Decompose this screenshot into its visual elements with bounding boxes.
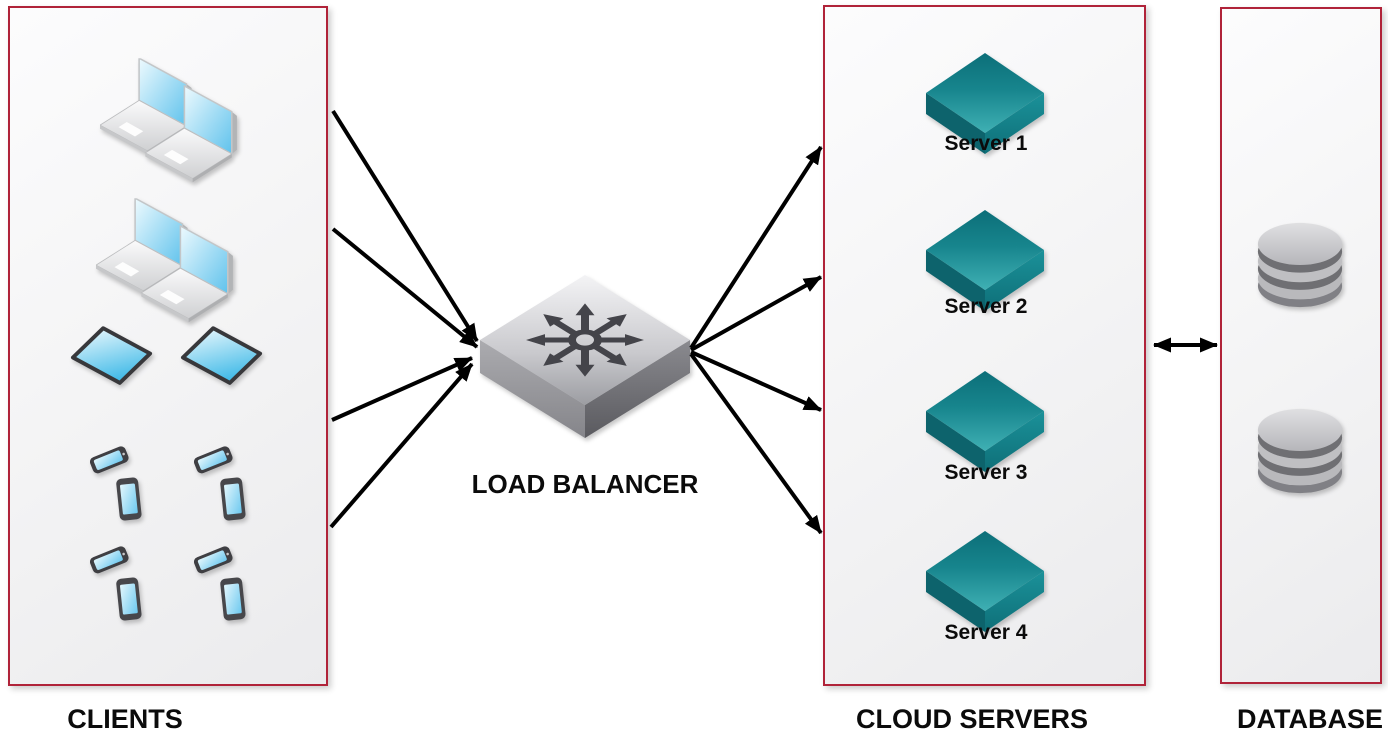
- server-2-label: Server 2: [944, 295, 1028, 318]
- server-icon: [926, 371, 1044, 473]
- server-4-label: Server 4: [944, 621, 1028, 644]
- server-icon: [926, 531, 1044, 633]
- database-cylinder-icon: [1254, 221, 1346, 309]
- cloud-servers-caption: CLOUD SERVERS: [855, 704, 1089, 734]
- smartphone-pair-icon: [194, 544, 252, 624]
- database-caption: DATABASE: [1237, 704, 1383, 734]
- server-3-label: Server 3: [944, 461, 1028, 484]
- flow-arrow: [331, 227, 479, 349]
- clients-caption: CLIENTS: [67, 704, 183, 734]
- flow-arrow: [329, 362, 474, 529]
- server-1-label: Server 1: [944, 132, 1028, 155]
- flow-arrow: [689, 352, 823, 535]
- tablet-icon: [180, 326, 264, 387]
- flow-arrow: [689, 145, 823, 350]
- flow-arrow: [331, 356, 473, 422]
- database-cylinder-icon: [1254, 407, 1346, 495]
- flow-arrow: [690, 350, 822, 412]
- laptop-pair-icon: [100, 58, 240, 184]
- load-balancer-label: LOAD BALANCER: [471, 469, 699, 499]
- load-balancer-icon: [480, 275, 690, 440]
- flow-arrow: [690, 275, 822, 352]
- smartphone-pair-icon: [194, 444, 252, 524]
- smartphone-pair-icon: [90, 444, 148, 524]
- laptop-pair-icon: [96, 198, 236, 324]
- database-panel: [1220, 7, 1382, 684]
- smartphone-pair-icon: [90, 544, 148, 624]
- tablet-icon: [70, 326, 154, 387]
- flow-arrow: [331, 109, 479, 343]
